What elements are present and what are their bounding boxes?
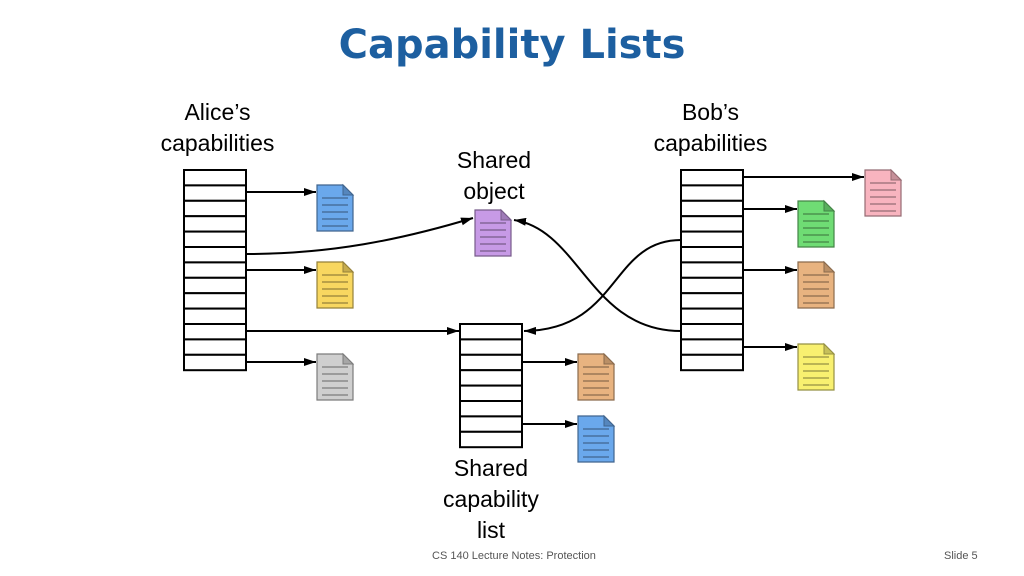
capability-slot xyxy=(183,307,247,326)
alice-label: Alice’s capabilities xyxy=(140,97,295,159)
capability-slot xyxy=(183,230,247,249)
pink-document-icon xyxy=(864,168,903,217)
capability-slot xyxy=(183,261,247,279)
shared-list-label-line: Shared xyxy=(453,455,529,481)
shared-list-label-line: capability xyxy=(443,486,539,512)
light-yellow-document-icon xyxy=(797,342,836,391)
bob-label-line: Bob’s xyxy=(681,99,740,125)
capability-slot xyxy=(183,215,247,233)
alice-to-shared-object-arrow xyxy=(245,217,474,255)
gray-document-icon xyxy=(316,352,355,401)
capability-slot xyxy=(183,353,247,372)
yellow-document-icon xyxy=(316,260,355,309)
shared-object-label-line: object xyxy=(463,178,525,204)
blue-document-icon xyxy=(316,183,355,232)
capability-slot xyxy=(459,400,523,418)
shared-capability-list xyxy=(459,323,523,449)
capability-slot xyxy=(183,292,247,310)
footer-slide-number: Slide 5 xyxy=(944,550,978,562)
tan-document-icon xyxy=(797,260,836,309)
shared-list-label: Shared capability list xyxy=(416,453,566,546)
shared-blue-document-icon xyxy=(577,414,616,463)
capability-slot xyxy=(680,276,744,295)
capability-slot xyxy=(680,199,744,218)
bob-label-line: capabilities xyxy=(653,130,768,156)
shared-object-label-line: Shared xyxy=(456,147,532,173)
shared-list-label-line: list xyxy=(476,517,506,543)
capability-slot xyxy=(680,323,744,341)
capability-slot xyxy=(459,430,523,449)
capability-slot xyxy=(680,184,744,202)
capability-slot xyxy=(459,384,523,403)
capability-slot xyxy=(459,369,523,387)
capability-slot xyxy=(680,169,744,187)
capability-slot xyxy=(459,323,523,341)
capability-slot xyxy=(680,215,744,233)
capability-slot xyxy=(183,184,247,202)
capability-slot xyxy=(183,276,247,295)
capability-slot xyxy=(680,292,744,310)
green-document-icon xyxy=(797,199,836,248)
capability-slot xyxy=(459,353,523,372)
shared-object-label: Shared object xyxy=(424,145,564,207)
capability-slot xyxy=(680,353,744,372)
capability-slot xyxy=(680,230,744,249)
shared-object-document-icon xyxy=(474,208,513,257)
capability-slot xyxy=(680,338,744,356)
capability-slot xyxy=(459,338,523,356)
capability-slot xyxy=(680,261,744,279)
bob-to-shared-object-arrow xyxy=(513,217,682,332)
alice-label-line: capabilities xyxy=(160,130,275,156)
capability-slot xyxy=(183,246,247,264)
alice-capability-list xyxy=(183,169,247,372)
capability-slot xyxy=(680,307,744,326)
alice-label-line: Alice’s xyxy=(184,99,251,125)
bob-label: Bob’s capabilities xyxy=(633,97,788,159)
shared-tan-document-icon xyxy=(577,352,616,401)
capability-slot xyxy=(183,169,247,187)
capability-slot xyxy=(183,199,247,218)
capability-slot xyxy=(680,246,744,264)
capability-slot xyxy=(459,415,523,433)
slide-title: Capability Lists xyxy=(338,22,686,68)
bob-capability-list xyxy=(680,169,744,372)
footer-course: CS 140 Lecture Notes: Protection xyxy=(432,550,596,562)
bob-to-shared-list-arrow xyxy=(523,239,682,335)
capability-slot xyxy=(183,323,247,341)
capability-slot xyxy=(183,338,247,356)
